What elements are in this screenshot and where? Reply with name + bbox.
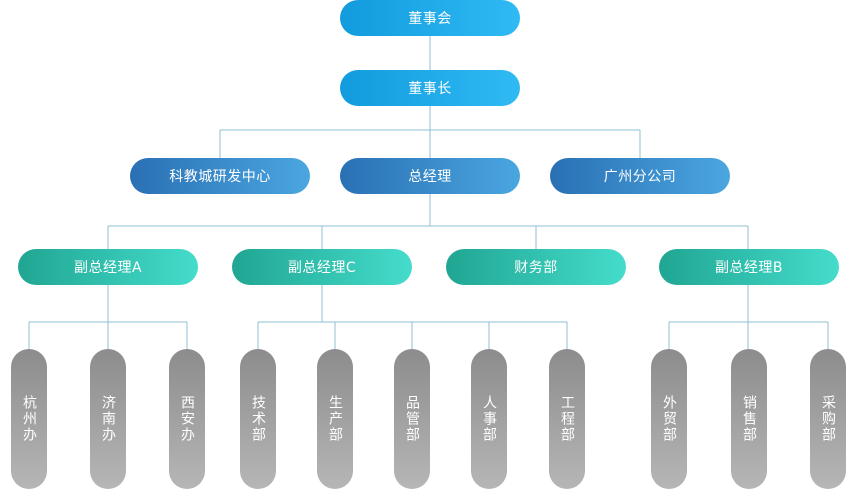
- dept-quality[interactable]: 品管部: [394, 349, 430, 489]
- dept-xian-office[interactable]: 西安办: [169, 349, 205, 489]
- dept-hangzhou-office[interactable]: 杭州办: [11, 349, 47, 489]
- guangzhou-branch-node[interactable]: 广州分公司: [550, 158, 730, 194]
- deputy-manager-a-node[interactable]: 副总经理A: [18, 249, 198, 285]
- dept-label: 品管部: [404, 395, 420, 443]
- dept-label: 生产部: [327, 395, 343, 443]
- general-manager-node[interactable]: 总经理: [340, 158, 520, 194]
- dept-label: 人事部: [481, 395, 497, 443]
- dept-purchasing[interactable]: 采购部: [810, 349, 846, 489]
- dept-production[interactable]: 生产部: [317, 349, 353, 489]
- dept-foreign-trade[interactable]: 外贸部: [651, 349, 687, 489]
- deputy-manager-b-node[interactable]: 副总经理B: [659, 249, 839, 285]
- dept-label: 技术部: [250, 395, 266, 443]
- dept-label: 工程部: [559, 395, 575, 443]
- dept-label: 销售部: [741, 395, 757, 443]
- chairman-node[interactable]: 董事长: [340, 70, 520, 106]
- dept-tech[interactable]: 技术部: [240, 349, 276, 489]
- dept-label: 济南办: [100, 395, 116, 443]
- dept-hr[interactable]: 人事部: [471, 349, 507, 489]
- deputy-manager-c-node[interactable]: 副总经理C: [232, 249, 412, 285]
- dept-sales[interactable]: 销售部: [731, 349, 767, 489]
- dept-jinan-office[interactable]: 济南办: [90, 349, 126, 489]
- dept-label: 西安办: [179, 395, 195, 443]
- dept-label: 外贸部: [661, 395, 677, 443]
- dept-engineering[interactable]: 工程部: [549, 349, 585, 489]
- rnd-center-node[interactable]: 科教城研发中心: [130, 158, 310, 194]
- finance-dept-node[interactable]: 财务部: [446, 249, 626, 285]
- dept-label: 杭州办: [21, 395, 37, 443]
- board-node[interactable]: 董事会: [340, 0, 520, 36]
- dept-label: 采购部: [820, 395, 836, 443]
